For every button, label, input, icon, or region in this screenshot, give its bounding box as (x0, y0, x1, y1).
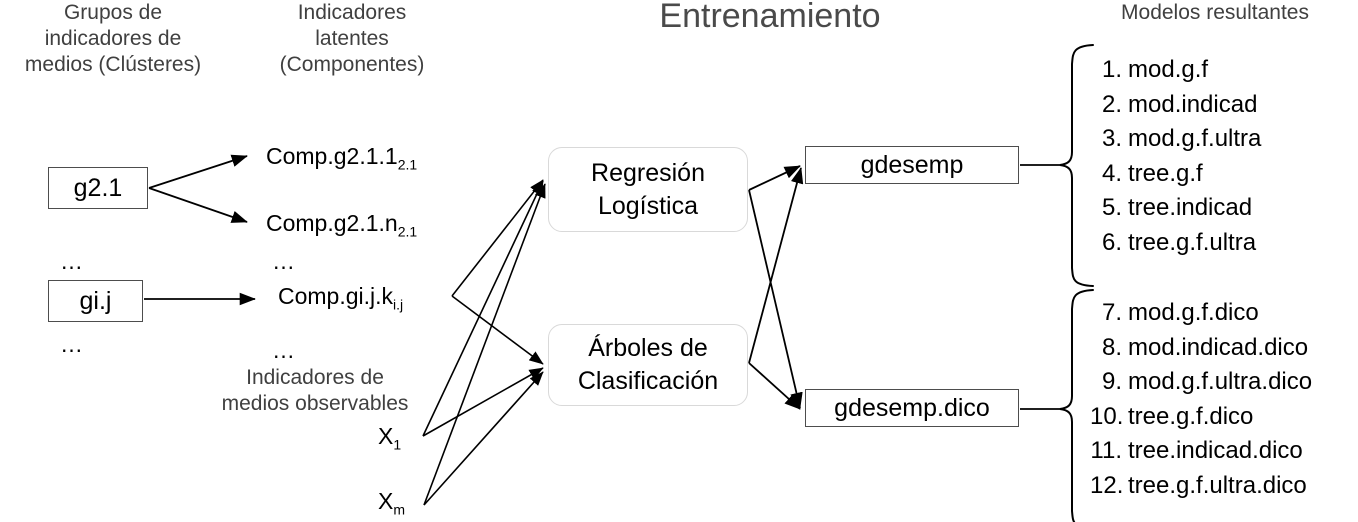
model-number: 7. (1101, 299, 1122, 326)
component-2-base: Comp.g2.1.n (266, 210, 398, 236)
model-number: 1. (1101, 56, 1122, 83)
component-3-subscript: i.j (393, 296, 404, 313)
component-ellipsis-upper: … (272, 248, 295, 274)
model-list-item: 5.tree.indicad (1090, 191, 1261, 226)
model-name: mod.indicad (1128, 90, 1258, 118)
model-number: 6. (1101, 228, 1122, 256)
model-name: mod.g.f.dico (1128, 299, 1259, 326)
model-name: mod.g.f.ultra (1128, 125, 1262, 152)
model-name: tree.g.f (1128, 159, 1203, 187)
heading-resulting-models: Modelos resultantes (1121, 1, 1309, 24)
component-1-subscript: 2.1 (397, 156, 418, 173)
method-box-classification-trees[interactable]: Árboles de Clasificación (548, 324, 748, 406)
model-list-item: 12.tree.g.f.ultra.dico (1090, 469, 1312, 504)
cluster-ellipsis-lower: … (60, 331, 83, 357)
model-name: tree.indicad (1128, 194, 1253, 221)
x1-subscript: 1 (393, 436, 402, 453)
model-list-item: 4.tree.g.f (1090, 157, 1261, 192)
arrow-xm-to-arboles (423, 371, 544, 506)
model-number: 2. (1101, 90, 1122, 118)
xm-subscript: m (393, 501, 406, 518)
arrow-regresion-to-gdesemp-dico (748, 189, 803, 409)
cluster-ellipsis-upper: … (60, 248, 83, 274)
model-list-item: 10.tree.g.f.dico (1090, 400, 1312, 435)
component-3-base: Comp.gi.j.k (278, 283, 394, 309)
component-2-subscript: 2.1 (397, 223, 418, 240)
target-box-gdesemp-dico[interactable]: gdesemp.dico (805, 389, 1019, 427)
arrow-regresion-to-gdesemp (748, 165, 801, 191)
arrow-g21-to-comp2 (148, 187, 248, 223)
model-list-item: 9.mod.g.f.ultra.dico (1090, 365, 1312, 400)
model-name: tree.indicad.dico (1128, 437, 1303, 464)
heading-observable-indicators: Indicadores de medios observables (221, 366, 409, 415)
target-box-gdesemp[interactable]: gdesemp (805, 146, 1019, 184)
cluster-box-g21[interactable]: g2.1 (48, 167, 148, 209)
model-list-item: 6.tree.g.f.ultra (1090, 226, 1261, 261)
heading-clusters: Grupos de indicadores de medios (Clúster… (24, 1, 202, 76)
model-list-item: 8.mod.indicad.dico (1090, 331, 1312, 366)
model-number: 10. (1090, 402, 1124, 430)
method-box-logistic-regression[interactable]: Regresión Logística (548, 147, 748, 232)
arrow-arboles-to-gdesemp (748, 167, 804, 364)
component-1-base: Comp.g2.1.1 (266, 143, 398, 169)
model-number: 8. (1101, 333, 1122, 361)
model-number: 12. (1090, 471, 1124, 499)
component-label-2: Comp.g2.1.n2.1 (266, 210, 417, 240)
model-number: 9. (1101, 368, 1122, 395)
arrow-x1-to-regresion (422, 180, 544, 437)
model-number: 4. (1101, 159, 1122, 187)
model-name: mod.g.f.ultra.dico (1128, 368, 1313, 395)
model-name: tree.g.f.ultra.dico (1128, 471, 1307, 499)
xm-base: X (378, 488, 394, 514)
component-ellipsis-lower: … (272, 337, 295, 363)
arrow-comp3-to-regresion (451, 179, 544, 297)
model-name: tree.g.f.dico (1128, 402, 1254, 430)
observable-variable-xm: Xm (378, 488, 405, 518)
arrow-x1-to-arboles (422, 367, 544, 437)
arrow-xm-to-regresion (423, 183, 546, 506)
model-number: 11. (1090, 437, 1122, 464)
component-label-1: Comp.g2.1.12.1 (266, 143, 417, 173)
model-list-item: 3.mod.g.f.ultra (1090, 122, 1261, 157)
model-list-item: 1.mod.g.f (1090, 53, 1261, 88)
model-list-item: 2.mod.indicad (1090, 88, 1261, 123)
arrow-arboles-to-gdesemp-dico (748, 362, 801, 410)
arrow-g21-to-comp1 (148, 154, 248, 189)
heading-latent-indicators: Indicadores latentes (Componentes) (279, 1, 425, 76)
model-name: mod.g.f (1128, 56, 1209, 83)
arrow-comp3-to-arboles (451, 295, 544, 365)
model-list-item: 11.tree.indicad.dico (1090, 434, 1312, 469)
observable-variable-x1: X1 (378, 423, 401, 453)
model-number: 5. (1101, 194, 1122, 221)
model-name: mod.indicad.dico (1128, 333, 1309, 361)
brace-top (1059, 44, 1094, 287)
cluster-box-gij[interactable]: gi.j (48, 280, 143, 322)
brace-bottom (1059, 289, 1094, 522)
component-label-3: Comp.gi.j.ki.j (278, 283, 403, 313)
model-name: tree.g.f.ultra (1128, 228, 1257, 256)
model-list-item: 7.mod.g.f.dico (1090, 296, 1312, 331)
model-number: 3. (1101, 125, 1122, 152)
diagram-title: Entrenamiento (659, 0, 881, 35)
x1-base: X (378, 423, 394, 449)
